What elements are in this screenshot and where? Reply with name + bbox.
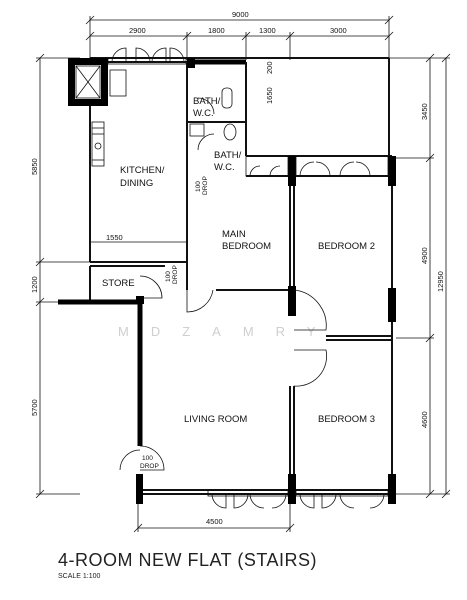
- dim-top-3000: 3000: [330, 26, 347, 35]
- label-main-bedroom-1: MAIN: [222, 229, 246, 240]
- label-living-room: LIVING ROOM: [184, 414, 247, 425]
- dim-bottom-4500: 4500: [206, 517, 223, 526]
- label-drop1-text: DROP: [202, 176, 209, 195]
- label-bath2-1: BATH/: [214, 150, 242, 161]
- windows: [107, 47, 389, 509]
- dim-inner-200: 200: [265, 61, 274, 74]
- dim-left-1200: 1200: [30, 276, 39, 293]
- plan-title: 4-ROOM NEW FLAT (STAIRS): [58, 550, 317, 570]
- label-bedroom-3: BEDROOM 3: [318, 414, 375, 425]
- stair-shaft: [75, 65, 127, 99]
- dim-right-4900: 4900: [420, 247, 429, 264]
- dim-left-5700: 5700: [30, 399, 39, 416]
- label-bath1-1: BATH/: [193, 96, 221, 107]
- label-kitchen-1: KITCHEN/: [120, 165, 165, 176]
- label-drop3-num: 100: [142, 455, 153, 462]
- doors: [119, 97, 327, 471]
- dim-left-5850: 5850: [30, 158, 39, 175]
- dim-inner-1550: 1550: [106, 233, 123, 242]
- label-main-bedroom-2: BEDROOM: [222, 241, 271, 252]
- left-dimension-lines: [35, 53, 90, 499]
- columns: [68, 58, 396, 504]
- plan-scale: SCALE 1:100: [58, 573, 101, 580]
- label-drop1-num: 100: [195, 181, 202, 192]
- dim-right-3450: 3450: [420, 103, 429, 120]
- walls: [58, 57, 393, 495]
- label-kitchen-2: DINING: [120, 178, 153, 189]
- label-store: STORE: [102, 278, 135, 289]
- top-dimension-lines: [85, 15, 394, 60]
- dim-right-12950: 12950: [436, 271, 445, 292]
- label-bath1-2: W.C.: [193, 108, 214, 119]
- watermark: MDZAMRY: [118, 324, 337, 339]
- label-drop2-text: DROP: [172, 265, 179, 284]
- fixtures: [90, 87, 237, 243]
- dim-top-total: 9000: [232, 10, 249, 19]
- label-bedroom-2: BEDROOM 2: [318, 241, 375, 252]
- dim-inner-1650: 1650: [265, 87, 274, 104]
- label-bath2-2: W.C.: [214, 162, 235, 173]
- dim-top-1800: 1800: [208, 26, 225, 35]
- dim-top-2900: 2900: [129, 26, 146, 35]
- dim-right-4600: 4600: [420, 411, 429, 428]
- label-drop3-text: DROP: [140, 463, 159, 470]
- bottom-dimension-lines: [133, 498, 295, 533]
- label-drop2-num: 100: [165, 271, 172, 282]
- dim-top-1300: 1300: [259, 26, 276, 35]
- right-dimension-lines: [296, 53, 451, 499]
